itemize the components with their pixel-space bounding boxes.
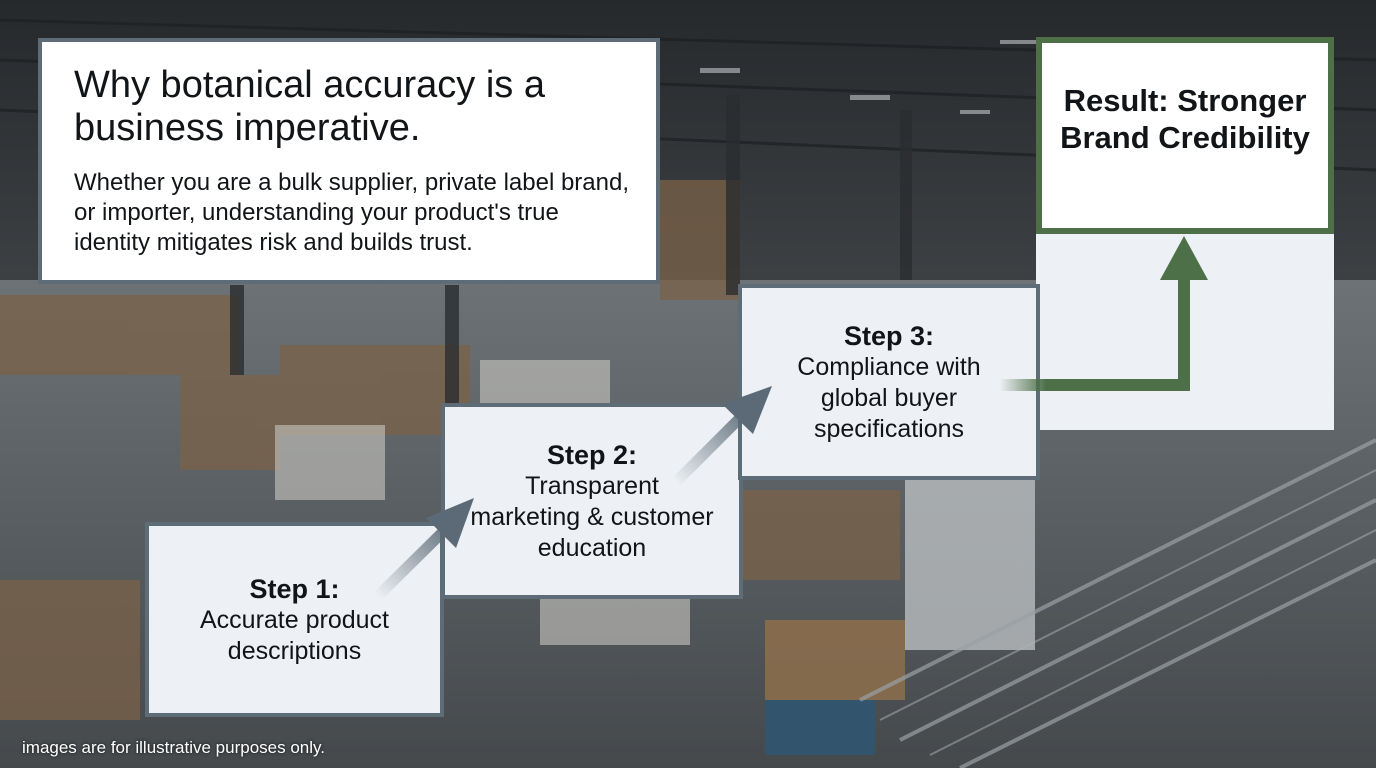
intro-body: Whether you are a bulk supplier, private… (74, 169, 629, 256)
intro-title: Why botanical accuracy is a business imp… (74, 64, 545, 149)
step-2-title: Step 2: (546, 439, 638, 470)
step-3-title: Step 3: (843, 320, 935, 351)
step-3-description: Compliance with global buyer specificati… (797, 352, 981, 443)
step-1-description: Accurate product descriptions (200, 605, 389, 665)
step-2-description: Transparent marketing & customer educati… (470, 471, 714, 562)
disclaimer-text: images are for illustrative purposes onl… (22, 738, 325, 757)
step-1-title: Step 1: (249, 573, 340, 604)
step-2-box: Step 2: Transparent marketing & customer… (441, 403, 743, 599)
step-1-box: Step 1: Accurate product descriptions (145, 522, 444, 717)
result-text: Result: Stronger Brand Credibility (1060, 82, 1310, 155)
intro-card: Why botanical accuracy is a business imp… (38, 38, 660, 284)
step-3-box: Step 3: Compliance with global buyer spe… (738, 284, 1040, 480)
result-card: Result: Stronger Brand Credibility (1036, 37, 1334, 234)
